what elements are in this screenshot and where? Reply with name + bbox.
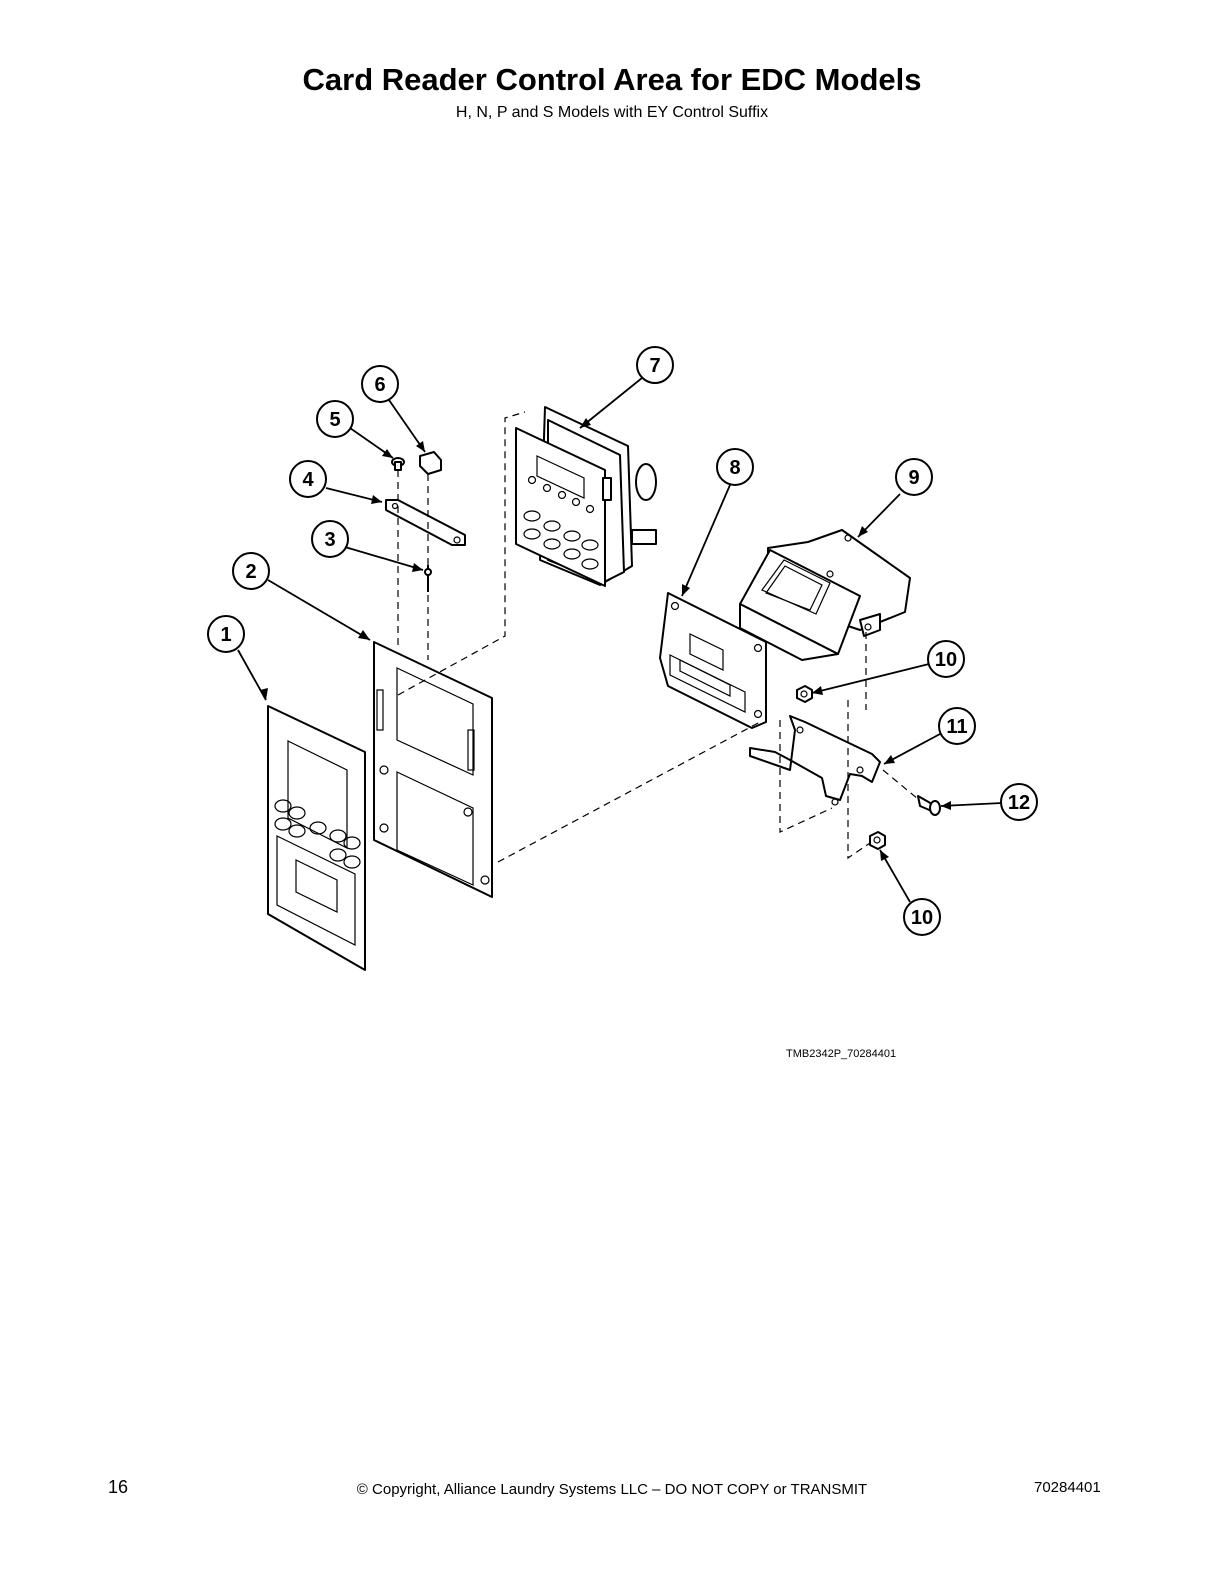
callout-1: 1 — [207, 615, 245, 653]
callout-6: 6 — [361, 365, 399, 403]
part-10-nut-lower — [869, 831, 886, 850]
callout-3-label: 3 — [324, 529, 335, 551]
callout-10-upper-label: 10 — [935, 649, 957, 671]
page-subtitle: H, N, P and S Models with EY Control Suf… — [455, 104, 769, 121]
part-7-control-module — [515, 406, 657, 587]
part-12-screw — [917, 795, 941, 816]
page-number: 16 — [108, 1477, 129, 1497]
callout-12: 12 — [1000, 783, 1038, 821]
callout-12-label: 12 — [1008, 792, 1030, 814]
part-2-mounting-frame — [373, 641, 493, 898]
assembly-lines — [397, 411, 919, 863]
callout-9: 9 — [895, 458, 933, 496]
callout-5: 5 — [316, 400, 354, 438]
callout-9-label: 9 — [908, 467, 919, 489]
part-6-clip — [419, 451, 442, 475]
callout-11-label: 11 — [946, 716, 967, 738]
callout-10-lower-label: 10 — [911, 907, 933, 929]
callout-10-lower: 10 — [903, 898, 941, 936]
callout-6-label: 6 — [374, 374, 385, 396]
callout-11: 11 — [938, 707, 976, 745]
callout-4: 4 — [289, 460, 327, 498]
part-1-overlay-panel — [267, 705, 366, 971]
part-9-card-reader — [739, 529, 911, 661]
callout-10-upper: 10 — [927, 640, 965, 678]
part-3-pin — [424, 565, 432, 592]
callout-1-label: 1 — [220, 624, 231, 646]
callout-8: 8 — [716, 448, 754, 486]
document-number: 70284401 — [1034, 1479, 1101, 1496]
callout-3: 3 — [311, 520, 349, 558]
part-5-screw — [391, 457, 405, 471]
callout-4-label: 4 — [302, 469, 314, 491]
callout-7: 7 — [636, 346, 674, 384]
part-10-nut-upper — [796, 685, 813, 703]
drawing-code: TMB2342P_70284401 — [786, 1048, 897, 1060]
callout-8-label: 8 — [729, 457, 740, 479]
copyright-notice: © Copyright, Alliance Laundry Systems LL… — [356, 1481, 868, 1498]
callout-2-label: 2 — [245, 561, 256, 583]
callout-2: 2 — [232, 552, 270, 590]
callout-5-label: 5 — [329, 409, 340, 431]
page-title: Card Reader Control Area for EDC Models — [302, 62, 922, 97]
part-11-mount-bracket — [749, 715, 881, 806]
callout-leaders — [237, 377, 1003, 903]
callout-7-label: 7 — [649, 355, 660, 377]
